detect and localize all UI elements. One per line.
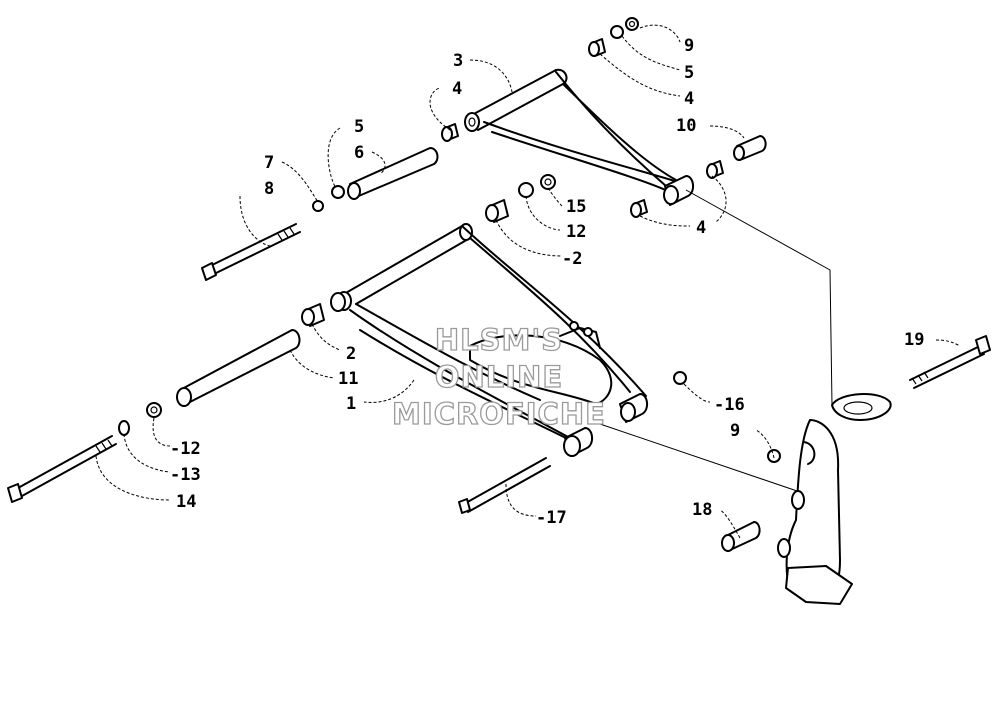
- callout-17: -17: [536, 508, 567, 528]
- callout-4-upper-left: 4: [452, 79, 462, 99]
- leader-lines: [95, 24, 961, 539]
- callout-11: 11: [338, 369, 358, 389]
- lower-hardware: [7, 174, 781, 552]
- callout-13: -13: [170, 465, 201, 485]
- callout-19: 19: [904, 330, 924, 350]
- callout-numbers: 9 5 4 3 4 10 5 6 7 8 15 12 -2 4 19 2 11 …: [170, 36, 924, 528]
- upper-bushings: [441, 17, 767, 218]
- callout-4-lower-right: 4: [696, 218, 706, 238]
- callout-9-lower: 9: [730, 421, 740, 441]
- callout-15: 15: [566, 197, 586, 217]
- callout-7: 7: [264, 153, 274, 173]
- watermark-line-1: HLSM'S: [435, 323, 563, 357]
- callout-4-top-right: 4: [684, 89, 694, 109]
- watermark: HLSM'S ONLINE MICROFICHE: [391, 322, 606, 431]
- callout-14: 14: [176, 492, 196, 512]
- upper-bolt-assembly: [201, 147, 439, 281]
- callout-10: 10: [676, 116, 696, 136]
- callout-2-upper: -2: [562, 249, 582, 269]
- callout-6: 6: [354, 143, 364, 163]
- callout-5-top: 5: [684, 63, 694, 83]
- lower-a-arm: [330, 223, 648, 457]
- callout-18: 18: [692, 500, 712, 520]
- callout-2-lower: 2: [346, 344, 356, 364]
- callout-9-top: 9: [684, 36, 694, 56]
- upper-a-arm: [464, 68, 694, 206]
- callout-12-lower: -12: [170, 439, 201, 459]
- callout-16: -16: [714, 395, 745, 415]
- callout-1: 1: [346, 394, 356, 414]
- callout-3: 3: [453, 51, 463, 71]
- spindle: [777, 335, 991, 605]
- callout-5-left: 5: [354, 117, 364, 137]
- callout-12-upper: 12: [566, 222, 586, 242]
- reference-lines: [599, 189, 833, 493]
- watermark-line-3: MICROFICHE: [392, 397, 606, 431]
- watermark-line-2: ONLINE: [435, 360, 563, 394]
- callout-8: 8: [264, 179, 274, 199]
